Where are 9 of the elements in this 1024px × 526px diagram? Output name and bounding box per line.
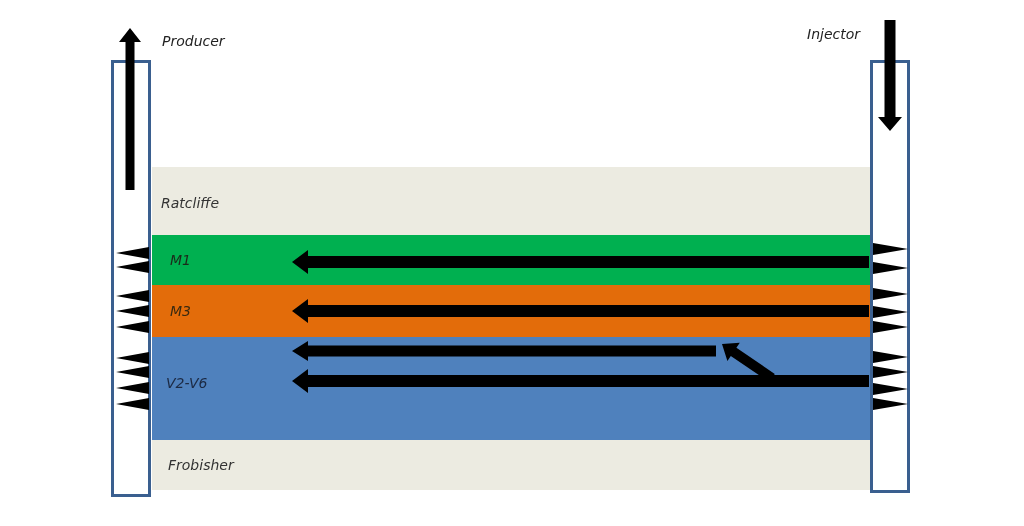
layer-label: Ratcliffe — [161, 195, 219, 211]
rock-layer — [152, 167, 870, 235]
layer-label: Frobisher — [168, 457, 234, 473]
layer-label: M1 — [170, 252, 191, 268]
well-label: Injector — [807, 26, 860, 42]
layer-label: V2-V6 — [166, 375, 208, 391]
well-label: Producer — [162, 33, 225, 49]
rock-layer — [152, 440, 870, 490]
layer-label: M3 — [170, 303, 191, 319]
